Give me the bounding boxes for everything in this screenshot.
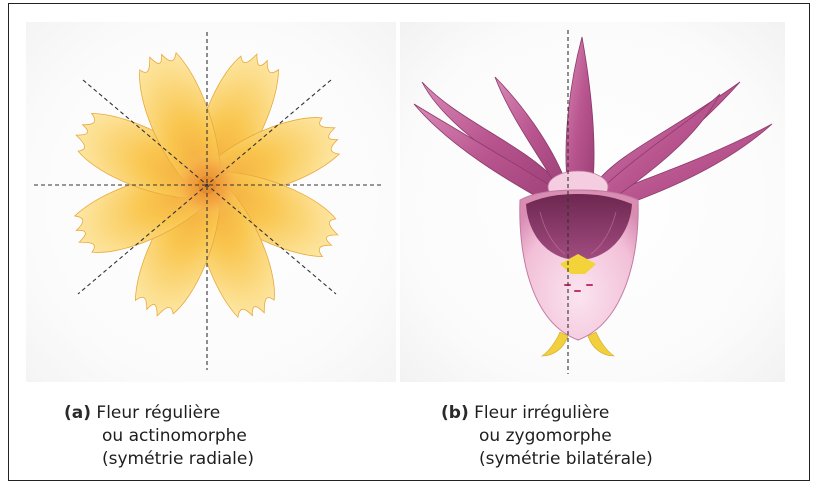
caption-a-line2: ou actinomorphe [64,425,254,448]
caption-a-letter: (a) [64,403,91,423]
caption-b: (b) Fleur irrégulière ou zygomorphe (sym… [441,402,653,471]
caption-b-line3: (symétrie bilatérale) [441,448,653,471]
caption-b-line2: ou zygomorphe [441,425,653,448]
caption-a: (a) Fleur régulière ou actinomorphe (sym… [64,402,254,471]
caption-a-line1: Fleur régulière [96,403,220,423]
caption-b-line1: Fleur irrégulière [474,403,609,423]
actinomorphic-flower-illustration [26,22,396,382]
caption-b-letter: (b) [441,403,469,423]
caption-a-line3: (symétrie radiale) [64,448,254,471]
zygomorphic-orchid-illustration [400,22,785,382]
